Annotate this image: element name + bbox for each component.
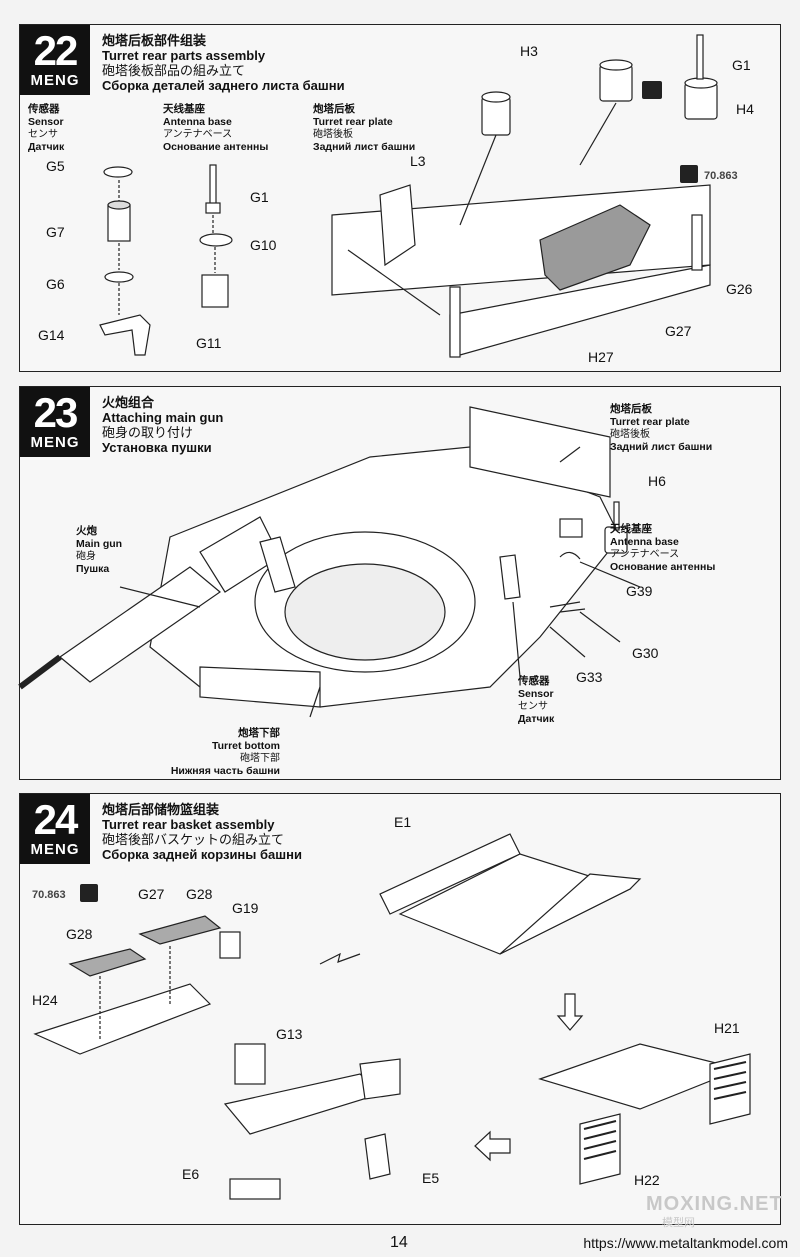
part-label: H27 (588, 349, 614, 365)
step-24-badge: 24 MENG (20, 794, 90, 864)
part-label: G5 (46, 158, 65, 174)
title-ja: 砲塔後部バスケットの組み立て (102, 832, 285, 847)
step-22-panel: 22 MENG 炮塔后板部件组装 Turret rear parts assem… (19, 24, 781, 372)
brand-logo: MENG (30, 434, 80, 451)
step-24-title: 炮塔后部储物篮组装 Turret rear basket assembly 砲塔… (102, 802, 302, 862)
part-label: L3 (410, 153, 426, 169)
part-label: G1 (250, 189, 269, 205)
title-en: Turret rear parts assembly (102, 48, 266, 63)
title-cn: 炮塔后板部件组装 (102, 33, 207, 48)
part-label: G10 (250, 237, 277, 253)
step-24-drawing (33, 833, 751, 1200)
step-23-title: 火炮组合 Attaching main gun 砲身の取り付け Установк… (102, 395, 223, 455)
part-label: G14 (38, 327, 65, 343)
title-ja: 砲塔後板部品の組み立て (102, 63, 246, 78)
part-label: G28 (186, 886, 213, 902)
step-23-drawing (18, 406, 641, 718)
part-label: G1 (732, 57, 751, 73)
title-ja: 砲身の取り付け (102, 425, 194, 440)
part-label: E6 (182, 1166, 200, 1182)
part-label: G39 (626, 583, 653, 599)
step-23-badge: 23 MENG (20, 387, 90, 457)
footer-url: https://www.metaltankmodel.com (583, 1235, 788, 1251)
step-22-title: 炮塔后板部件组装 Turret rear parts assembly 砲塔後板… (102, 33, 345, 93)
brand-logo: MENG (30, 841, 80, 858)
title-en: Turret rear basket assembly (102, 817, 275, 832)
part-label: G30 (632, 645, 659, 661)
part-label: H22 (634, 1172, 660, 1188)
title-ru: Установка пушки (102, 440, 212, 455)
title-cn: 火炮组合 (102, 395, 155, 410)
watermark: MOXING.NET (646, 1193, 783, 1215)
step-number: 23 (33, 389, 79, 436)
title-ru: Сборка задней корзины башни (102, 847, 302, 862)
part-label: H6 (648, 473, 666, 489)
part-label: H3 (520, 43, 538, 59)
part-label: G11 (196, 335, 222, 351)
part-label: G26 (726, 281, 753, 297)
part-label: G33 (576, 669, 603, 685)
paint-code: 70.863 (704, 170, 738, 182)
part-label: G27 (665, 323, 692, 339)
part-label: G28 (66, 926, 93, 942)
part-label: G27 (138, 886, 165, 902)
paint-code: 70.863 (32, 889, 66, 901)
page-number: 14 (390, 1234, 408, 1251)
title-en: Attaching main gun (102, 410, 224, 425)
part-label: G13 (276, 1026, 303, 1042)
step-22-badge: 22 MENG (20, 25, 90, 95)
part-label: G7 (46, 224, 65, 240)
brand-logo: MENG (30, 72, 80, 89)
part-label: G6 (46, 276, 65, 292)
step-24-panel: 24 MENG 炮塔后部储物篮组装 Turret rear basket ass… (19, 793, 781, 1225)
part-label: H24 (32, 992, 58, 1008)
watermark-sub: 模型网 (662, 1217, 695, 1229)
step-number: 22 (33, 27, 79, 74)
part-label: G19 (232, 900, 259, 916)
step-23-panel: 23 MENG 火炮组合 Attaching main gun 砲身の取り付け … (18, 386, 781, 780)
step-22-drawing (99, 34, 718, 358)
part-label: H4 (736, 101, 754, 117)
part-label: E1 (394, 814, 412, 830)
part-label: E5 (422, 1170, 440, 1186)
title-cn: 炮塔后部储物篮组装 (102, 802, 220, 817)
title-ru: Сборка деталей заднего листа башни (102, 78, 345, 93)
step-number: 24 (33, 796, 79, 843)
part-label: H21 (714, 1020, 740, 1036)
